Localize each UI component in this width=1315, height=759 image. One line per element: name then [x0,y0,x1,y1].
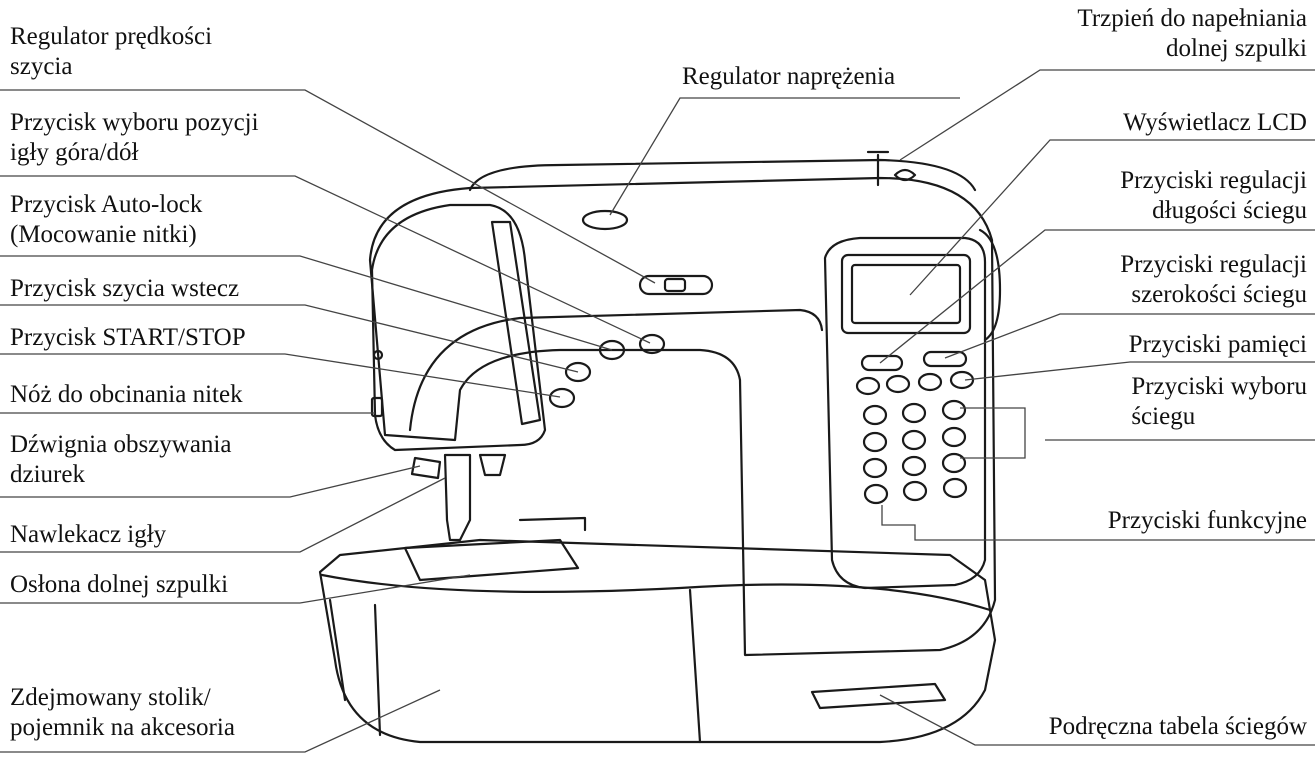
thread-slot [490,220,542,426]
base-top-edge [320,573,992,612]
leader-bobbin-cover [0,574,471,604]
bobbin-winder-pin [866,150,917,187]
leader-memory [964,361,1315,381]
removable-table-seam-2 [688,588,702,744]
label-autolock-button: Przycisk Auto-lock (Mocowanie nitki) [10,191,203,248]
lcd-screen [840,253,972,335]
leader-lcd [909,139,1315,296]
label-reverse-button: Przycisk szycia wstecz [10,275,240,302]
needle-position-key [638,333,666,355]
presser-foot [443,453,472,542]
front-neck [408,308,824,432]
leader-function [881,505,1315,541]
label-stitch-chart: Podręczna tabela ściegów [1048,713,1307,740]
handwheel [978,228,1002,342]
leader-threader [0,477,446,553]
leader-startstop [0,353,561,398]
autolock-key [598,339,626,361]
label-buttonhole-lever: Dźwignia obszywania dziurek [10,431,232,488]
thread-cutter [370,396,384,418]
leader-buttonhole [0,465,421,498]
tension-dial [581,209,629,231]
label-speed-regulator: Regulator prędkości szycia [10,23,213,80]
start-stop-key [548,387,576,409]
label-stitch-selection-buttons: Przyciski wyboru ściegu [1131,373,1307,430]
label-stitch-width-buttons: Przyciski regulacji szerokości ściegu [1120,251,1307,308]
leader-tension [609,97,960,216]
reverse-key [564,361,592,383]
leader-stitch-bracket [960,407,1026,459]
table-lip [328,598,347,702]
removable-table-seam [373,603,382,737]
label-start-stop-button: Przycisk START/STOP [10,324,246,351]
needle-plate [403,538,580,582]
label-memory-buttons: Przyciski pamięci [1128,331,1307,358]
label-needle-position-button: Przycisk wyboru pozycji igły góra/dół [10,109,259,166]
leader-needle-pos [0,175,651,344]
leader-reverse [0,304,579,373]
head-cover [370,203,547,452]
stitch-chart-card [810,682,947,710]
leader-speed [0,89,656,284]
leader-length [879,229,1315,364]
label-function-buttons: Przyciski funkcyjne [1107,507,1307,534]
label-lcd-display: Wyświetlacz LCD [1123,109,1307,136]
label-needle-threader: Nawlekacz igły [10,521,167,548]
buttonhole-lever [410,456,442,480]
label-thread-cutter: Nóż do obcinania nitek [10,381,243,408]
machine-top [468,158,977,192]
leader-stitch-chart [879,694,1315,746]
label-bobbin-winder: Trzpień do napełniania dolnej szpulki [1077,5,1307,62]
leader-autolock [0,255,613,351]
label-tension-regulator: Regulator naprężenia [682,63,896,90]
label-bobbin-cover: Osłona dolnej szpulki [10,571,229,598]
label-stitch-length-buttons: Przyciski regulacji długości ściegu [1120,167,1307,224]
control-panel [823,236,987,590]
leader-width [944,313,1315,359]
leader-bobbin-winder [899,69,1315,161]
machine-base [318,538,997,744]
label-removable-table: Zdejmowany stolik/ pojemnik na akcesoria [10,684,235,741]
leader-table [0,689,441,753]
speed-slider [638,274,714,296]
machine-body [368,176,997,657]
